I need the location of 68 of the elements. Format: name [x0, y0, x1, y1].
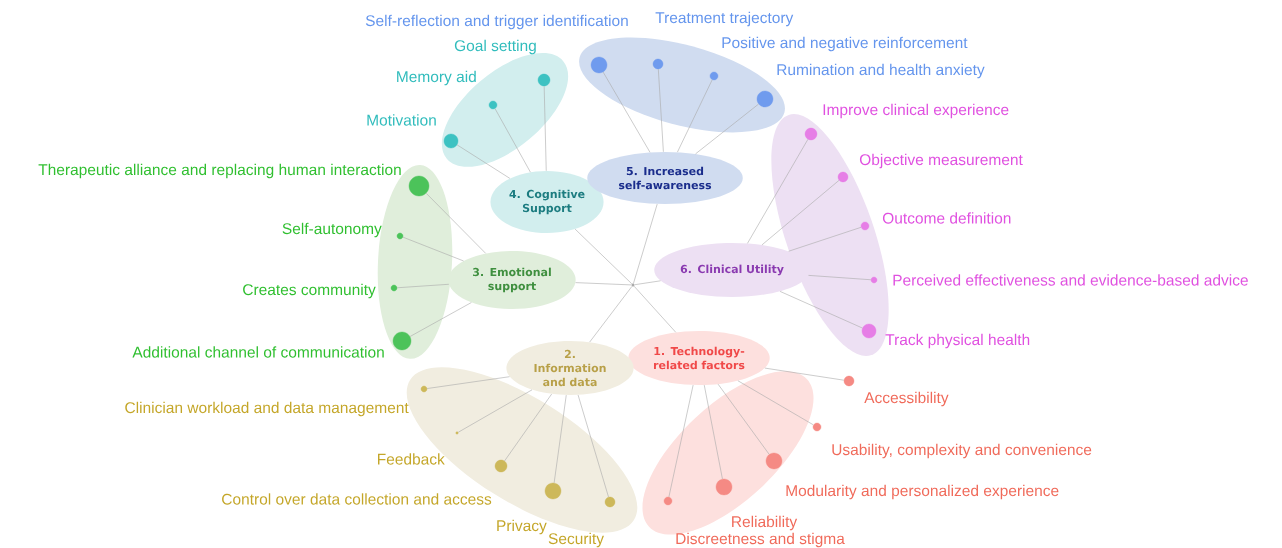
item-label: Security — [548, 532, 604, 548]
node-label: 6. Clinical Utility — [680, 264, 784, 276]
connector-line — [602, 71, 651, 153]
connector-line — [717, 383, 770, 455]
connector-line — [574, 228, 633, 285]
connector-line — [426, 376, 510, 389]
item-label: Improve clinical experience — [823, 103, 1009, 119]
connector-line — [577, 394, 609, 498]
item-label: Clinician workload and data management — [125, 401, 409, 417]
dot — [756, 90, 774, 108]
connector-line — [553, 394, 567, 484]
connector-line — [543, 85, 547, 172]
dot — [443, 133, 459, 149]
dot — [715, 478, 733, 496]
connector-line — [677, 79, 713, 153]
connector-line — [788, 227, 862, 252]
connector-line — [658, 68, 664, 153]
connector-line — [457, 389, 533, 433]
item-label: Privacy — [497, 519, 547, 535]
connector-line — [761, 180, 840, 246]
connector-line — [504, 393, 552, 462]
item-label: Outcome definition — [882, 212, 1011, 224]
item-label: Perceived effectiveness and evidence-based advice — [893, 274, 1248, 286]
item-label: Creates community — [243, 283, 376, 299]
item-label: Goal setting — [454, 39, 536, 55]
item-label: Reliability — [732, 515, 798, 531]
item-label: Self-reflection and trigger identification — [365, 14, 628, 30]
dot — [861, 323, 877, 339]
connector-line — [425, 192, 486, 254]
item-label: Usability, complexity and convenience — [832, 443, 1092, 459]
item-label: Objective measurement — [859, 153, 1023, 169]
item-label: Treatment trajectory — [655, 11, 794, 27]
item-label: Memory aid — [397, 70, 476, 86]
connector-line — [747, 139, 809, 244]
connector-line — [779, 291, 863, 329]
connector-line — [589, 286, 633, 343]
connector-line — [633, 285, 677, 333]
dot — [590, 56, 608, 74]
connector-line — [456, 144, 511, 179]
connector-line — [634, 280, 661, 286]
dot — [765, 452, 783, 470]
connector-line — [695, 103, 759, 155]
dot — [392, 331, 412, 351]
dot — [408, 175, 430, 197]
connector-line — [633, 203, 658, 284]
item-label: Rumination and health anxiety — [777, 63, 985, 79]
dot — [544, 482, 562, 500]
connector-line — [409, 302, 472, 337]
item-label: Track physical health — [885, 333, 1030, 349]
item-label: Motivation — [367, 114, 436, 126]
item-label: Modularity and personalized experience — [786, 484, 1059, 500]
connector-line — [494, 108, 531, 173]
connector-line — [808, 275, 872, 281]
item-label: Discreetness and stigma — [676, 532, 845, 548]
item-label: Therapeutic alliance and replacing human interaction — [38, 163, 401, 179]
connector-line — [575, 282, 632, 286]
connector-line — [402, 236, 464, 262]
item-label: Positive and negative reinforcement — [722, 36, 968, 52]
item-label: Accessibility — [864, 391, 949, 407]
connector-line — [668, 384, 694, 498]
item-label: Feedback — [378, 453, 445, 465]
connector-line — [764, 367, 845, 381]
item-label: Control over data collection and access — [222, 493, 492, 505]
connector-line — [703, 384, 723, 480]
item-label: Self-autonomy — [282, 222, 382, 238]
item-label: Additional channel of communication — [132, 346, 384, 358]
connector-line — [737, 380, 814, 426]
connector-line — [396, 283, 450, 289]
